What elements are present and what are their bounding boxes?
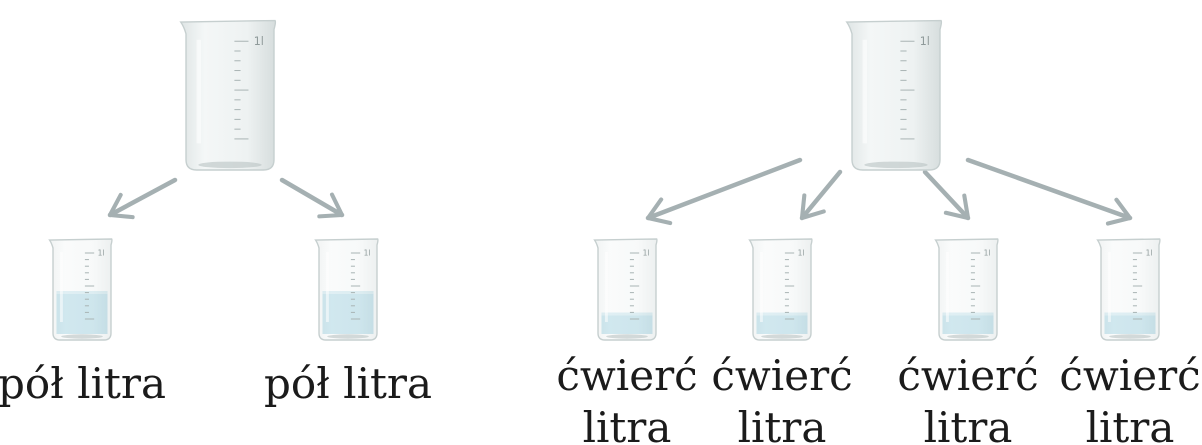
child-beaker: 1l — [748, 238, 813, 341]
graduation-marks — [234, 40, 249, 140]
beaker-label: ćwierć — [711, 351, 852, 400]
arrow-2 — [279, 177, 345, 219]
beaker-base — [61, 334, 103, 339]
beaker-base — [198, 161, 262, 169]
beaker-scale-label: 1l — [798, 249, 805, 258]
beaker-glass — [314, 238, 379, 341]
beaker-base — [327, 334, 369, 339]
child-beaker: 1l — [1096, 238, 1161, 341]
beaker-scale-label: 1l — [920, 35, 930, 48]
beaker-label: litra — [924, 403, 1013, 445]
glass-highlight — [945, 252, 949, 322]
beaker-glass — [845, 19, 943, 171]
beaker-scale-label: 1l — [643, 249, 650, 258]
graduation-marks — [350, 252, 361, 320]
arrow-4 — [965, 157, 1133, 226]
beaker-base — [947, 334, 989, 339]
beaker-label: ćwierć — [556, 351, 697, 400]
beaker-label: litra — [1086, 403, 1175, 445]
child-beaker: 1l — [593, 238, 658, 341]
beaker-label: litra — [738, 403, 827, 445]
beaker-label: pół litra — [0, 359, 166, 408]
beaker-glass — [934, 238, 999, 341]
beaker-label: ćwierć — [1059, 351, 1200, 400]
beaker-glass — [593, 238, 658, 341]
graduation-marks — [970, 252, 981, 320]
arrow-3 — [922, 169, 971, 221]
beakers: 1l 1l 1l 1l 1l 1l 1l 1l — [48, 19, 1161, 341]
arrows — [107, 157, 1133, 226]
beaker-glass — [748, 238, 813, 341]
beaker-scale-label: 1l — [98, 249, 105, 258]
glass-highlight — [59, 252, 63, 322]
glass-highlight — [862, 39, 867, 144]
arrow-2 — [799, 169, 843, 221]
glass-highlight — [604, 252, 608, 322]
source-beaker: 1l — [179, 19, 277, 171]
beaker-scale-label: 1l — [364, 249, 371, 258]
source-beaker: 1l — [845, 19, 943, 171]
glass-highlight — [196, 39, 201, 144]
beaker-base — [761, 334, 803, 339]
beaker-glass — [179, 19, 277, 171]
beaker-base — [606, 334, 648, 339]
beaker-scale-label: 1l — [984, 249, 991, 258]
graduation-marks — [784, 252, 795, 320]
child-beaker: 1l — [48, 238, 113, 341]
beaker-base — [1109, 334, 1151, 339]
beaker-label: litra — [583, 403, 672, 445]
glass-highlight — [759, 252, 763, 322]
graduation-marks — [900, 40, 915, 140]
arrow-1 — [645, 157, 803, 226]
graduation-marks — [1132, 252, 1143, 320]
glass-highlight — [325, 252, 329, 322]
glass-highlight — [1107, 252, 1111, 322]
beaker-glass — [48, 238, 113, 341]
beaker-scale-label: 1l — [254, 35, 264, 48]
arrow-1 — [107, 177, 178, 220]
graduation-marks — [84, 252, 95, 320]
child-beaker: 1l — [934, 238, 999, 341]
graduation-marks — [629, 252, 640, 320]
beaker-scale-label: 1l — [1146, 249, 1153, 258]
beaker-label: pół litra — [264, 359, 432, 408]
beaker-base — [864, 161, 928, 169]
beaker-label: ćwierć — [897, 351, 1038, 400]
beaker-glass — [1096, 238, 1161, 341]
child-beaker: 1l — [314, 238, 379, 341]
